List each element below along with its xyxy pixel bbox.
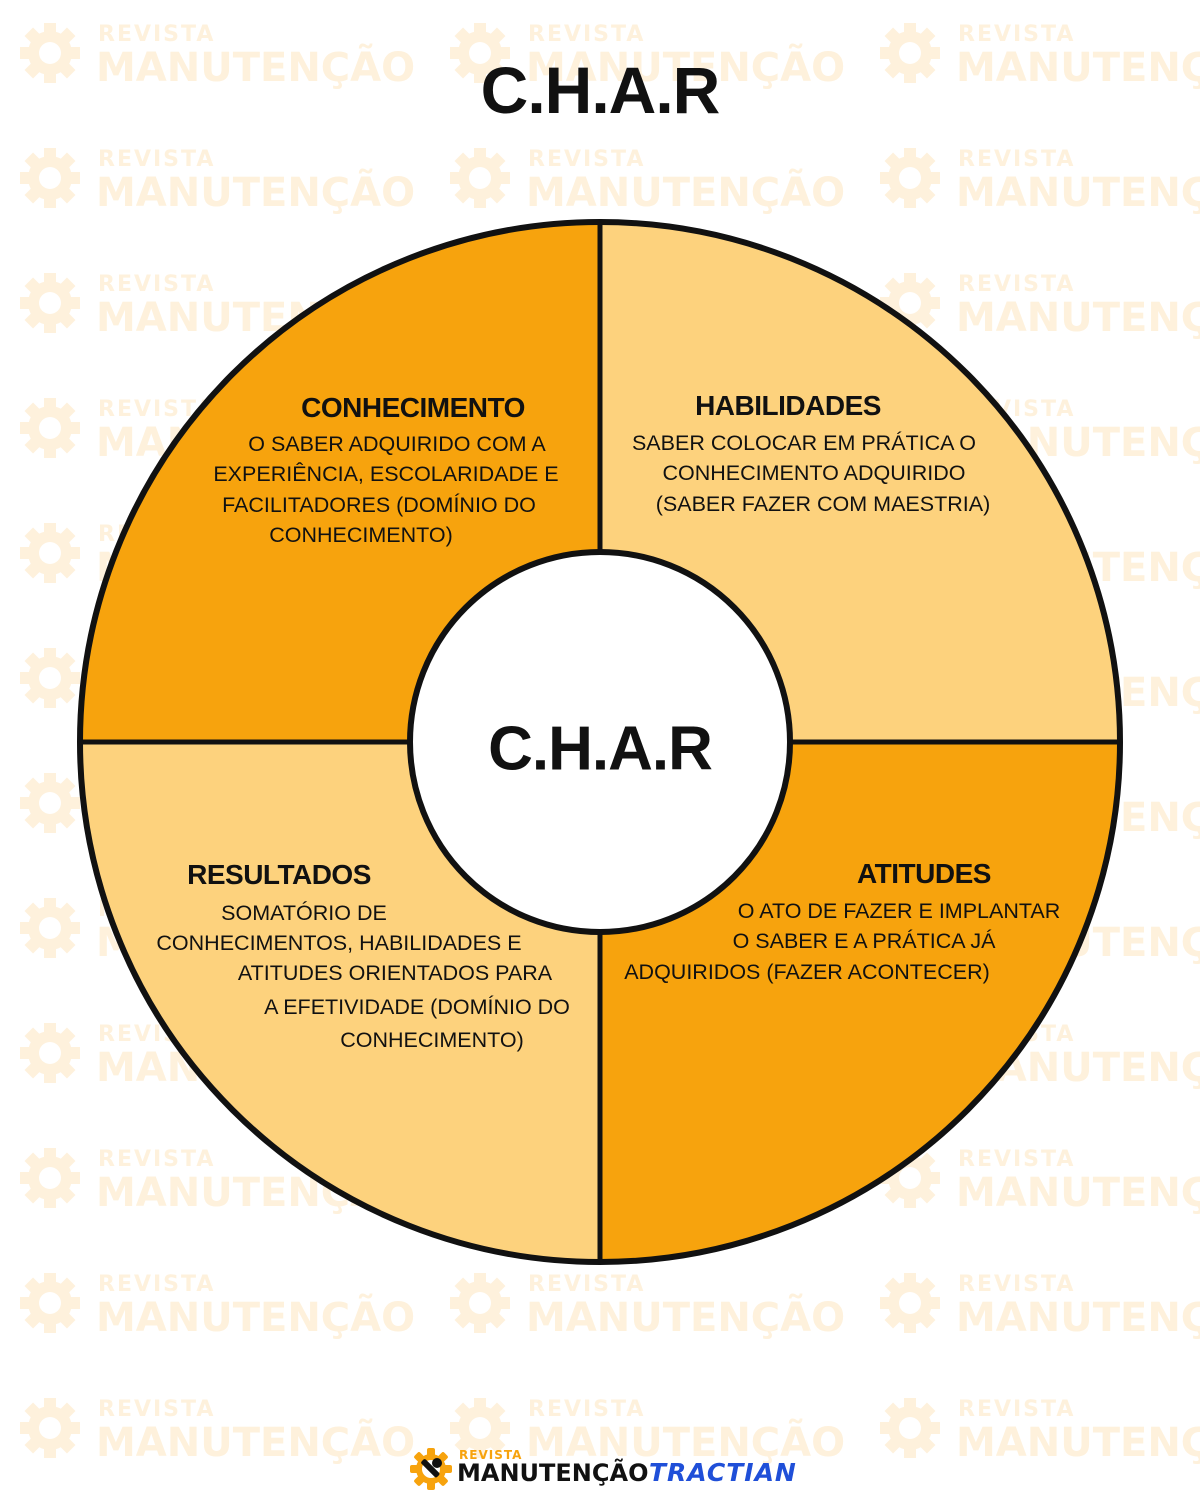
watermark-manutencao-text: MANUTENÇÃO [956, 1167, 1200, 1216]
watermark-gear-icon [20, 1273, 80, 1333]
conhecimento-line: FACILITADORES (DOMÍNIO DO [222, 492, 536, 517]
atitudes-title: ATITUDES [857, 858, 991, 889]
watermark-gear-icon [450, 1273, 510, 1333]
habilidades-line: CONHECIMENTO ADQUIRIDO [662, 461, 965, 485]
watermark-gear-icon [880, 1273, 940, 1333]
watermark-manutencao-text: MANUTENÇÃO [96, 42, 415, 91]
watermark-revista-text: REVISTA [98, 1272, 215, 1297]
watermark-revista-text: REVISTA [528, 22, 645, 47]
watermark-gear-icon [20, 648, 80, 708]
conhecimento-line: CONHECIMENTO) [269, 523, 453, 547]
watermark-revista-text: REVISTA [958, 22, 1075, 47]
brand-top-text: REVISTA [459, 1448, 522, 1462]
gear-wrench-icon [410, 1448, 452, 1490]
resultados-line: A EFETIVIDADE (DOMÍNIO DO [264, 994, 570, 1019]
watermark-gear-icon [880, 148, 940, 208]
partner-logo-text: TRACTIAN [649, 1458, 797, 1487]
watermark-revista-text: REVISTA [528, 1397, 645, 1422]
conhecimento-line: O SABER ADQUIRIDO COM A [248, 432, 546, 456]
watermark-gear-icon [20, 1398, 80, 1458]
watermark-gear-icon [20, 148, 80, 208]
watermark-gear-icon [880, 23, 940, 83]
habilidades-description: SABER COLOCAR EM PRÁTICA O CONHECIMENTO … [632, 430, 990, 516]
watermark-manutencao-text: MANUTENÇÃO [96, 167, 415, 216]
watermark-manutencao-text: MANUTENÇÃO [526, 42, 845, 91]
watermark-manutencao-text: MANUTENÇÃO [526, 1292, 845, 1341]
watermark-manutencao-text: MANUTENÇÃO [96, 1417, 415, 1466]
watermark-gear-icon [20, 1023, 80, 1083]
watermark-manutencao-text: MANUTENÇÃO [956, 1292, 1200, 1341]
watermark-gear-icon [880, 1398, 940, 1458]
watermark-revista-text: REVISTA [958, 1397, 1075, 1422]
watermark-manutencao-text: MANUTENÇÃO [956, 1417, 1200, 1466]
resultados-line: SOMATÓRIO DE [221, 900, 387, 925]
watermark-revista-text: REVISTA [98, 1397, 215, 1422]
watermark-revista-text: REVISTA [98, 147, 215, 172]
habilidades-line: (SABER FAZER COM MAESTRIA) [656, 492, 990, 516]
watermark-gear-icon [20, 398, 80, 458]
center-label: C.H.A.R [488, 714, 712, 783]
watermark-revista-text: REVISTA [528, 147, 645, 172]
conhecimento-title: CONHECIMENTO [301, 392, 525, 423]
page-title: C.H.A.R [480, 53, 721, 127]
resultados-description: SOMATÓRIO DE CONHECIMENTOS, HABILIDADES … [156, 900, 570, 1052]
atitudes-line: O ATO DE FAZER E IMPLANTAR [738, 899, 1061, 923]
watermark-gear-icon [20, 523, 80, 583]
watermark-revista-text: REVISTA [958, 147, 1075, 172]
watermark-revista-text: REVISTA [98, 1147, 215, 1172]
watermark-manutencao-text: MANUTENÇÃO [956, 42, 1200, 91]
watermark-gear-icon [20, 23, 80, 83]
habilidades-title: HABILIDADES [695, 390, 881, 421]
watermark-manutencao-text: MANUTENÇÃO [96, 1292, 415, 1341]
watermark-manutencao-text: MANUTENÇÃO [526, 167, 845, 216]
resultados-line: CONHECIMENTO) [340, 1028, 524, 1052]
atitudes-line: O SABER E A PRÁTICA JÁ [733, 928, 997, 953]
atitudes-line: ADQUIRIDOS (FAZER ACONTECER) [624, 960, 990, 984]
conhecimento-description: O SABER ADQUIRIDO COM A EXPERIÊNCIA, ESC… [213, 432, 558, 547]
watermark-revista-text: REVISTA [98, 22, 215, 47]
resultados-title: RESULTADOS [187, 859, 371, 890]
resultados-line: CONHECIMENTOS, HABILIDADES E [156, 931, 521, 955]
watermark-gear-icon [450, 148, 510, 208]
watermark-revista-text: REVISTA [958, 1272, 1075, 1297]
watermark-manutencao-text: MANUTENÇÃO [956, 292, 1200, 341]
resultados-line: ATITUDES ORIENTADOS PARA [238, 961, 553, 985]
watermark-gear-icon [20, 273, 80, 333]
center-circle [407, 549, 793, 935]
footer-logos: REVISTA MANUTENÇÃO TRACTIAN [410, 1448, 797, 1490]
atitudes-description: O ATO DE FAZER E IMPLANTAR O SABER E A P… [624, 899, 1060, 984]
brand-main-text: MANUTENÇÃO [457, 1458, 648, 1487]
watermark-gear-icon [20, 898, 80, 958]
watermark-revista-text: REVISTA [958, 272, 1075, 297]
watermark-gear-icon [20, 773, 80, 833]
watermark-revista-text: REVISTA [958, 1147, 1075, 1172]
watermark-revista-text: REVISTA [528, 1272, 645, 1297]
habilidades-line: SABER COLOCAR EM PRÁTICA O [632, 430, 976, 455]
watermark-manutencao-text: MANUTENÇÃO [526, 1417, 845, 1466]
watermark-gear-icon [20, 1148, 80, 1208]
watermark-gear-icon [450, 23, 510, 83]
conhecimento-line: EXPERIÊNCIA, ESCOLARIDADE E [213, 461, 558, 486]
outer-ring [77, 219, 1123, 1265]
watermark-manutencao-text: MANUTENÇÃO [956, 167, 1200, 216]
watermark-gear-icon [450, 1398, 510, 1458]
watermark-revista-text: REVISTA [98, 272, 215, 297]
